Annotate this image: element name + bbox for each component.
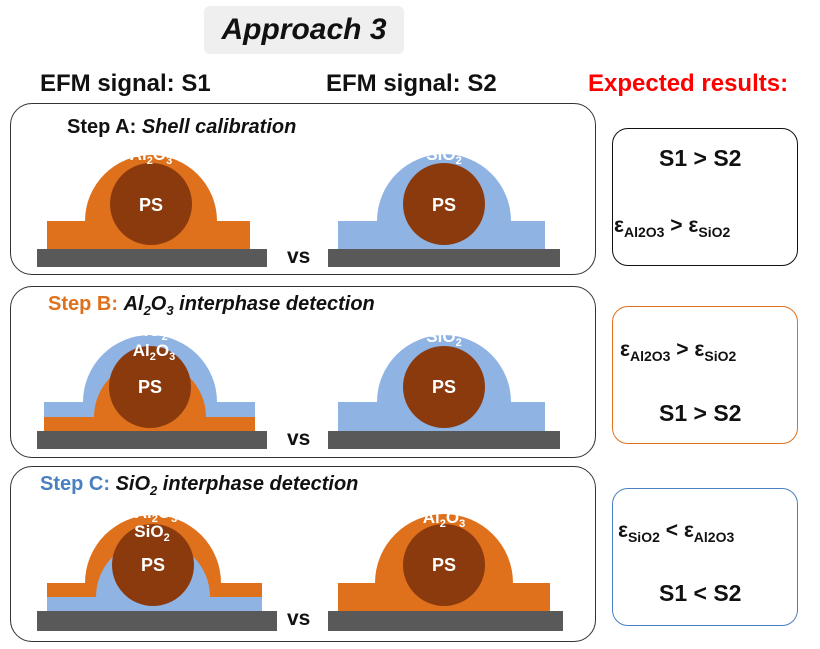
sio2-label-c: SiO2 [134, 522, 169, 544]
title: Approach 3 [221, 13, 387, 46]
step-c-right-particle: PS Al2O3 [328, 508, 563, 631]
title-box: Approach 3 [204, 6, 404, 54]
sio2-label-a: SiO2 [426, 145, 461, 167]
ps-label-b-right: PS [432, 377, 456, 397]
step-b-prefix: Step B: [48, 293, 118, 315]
ps-label-c-left: PS [141, 555, 165, 575]
step-a-prefix: Step A: [67, 116, 137, 138]
result-b-epsilon: εAl2O3 > εSiO2 [620, 338, 737, 365]
ps-core-c-left [112, 524, 194, 606]
vs-label-b: vs [287, 427, 311, 450]
al2o3-label-b: Al2O3 [133, 341, 175, 363]
result-c-bottom: S1 < S2 [659, 580, 742, 606]
result-c-epsilon: εSiO2 < εAl2O3 [618, 519, 735, 546]
vs-label-a: vs [287, 245, 311, 268]
substrate-b-right [328, 431, 560, 449]
ps-label-a-left: PS [139, 195, 163, 215]
step-c-left-particle: PS Al2O3 SiO2 [37, 503, 277, 631]
result-box-c [612, 488, 798, 626]
substrate-c-right [328, 611, 563, 631]
al2o3-label-a: Al2O3 [130, 145, 172, 167]
step-c-label: Step C: SiO2 interphase detection [40, 473, 358, 498]
sio2-label-b-right: SiO2 [426, 327, 461, 349]
vs-label-c: vs [287, 607, 311, 630]
al2o3-label-c-right: Al2O3 [423, 508, 465, 530]
result-a-top: S1 > S2 [659, 145, 742, 171]
ps-core-c-right [403, 524, 485, 606]
step-b-right-particle: PS SiO2 [328, 327, 560, 449]
header-expected: Expected results: [588, 70, 789, 97]
step-b-name: Al2O3 interphase detection [123, 293, 375, 318]
ps-core-a-left [110, 163, 192, 245]
substrate-b-left [37, 431, 267, 449]
ps-core-b-left [109, 346, 191, 428]
step-a-left-particle: PS Al2O3 [37, 145, 267, 267]
ps-label-c-right: PS [432, 555, 456, 575]
substrate-c-left [37, 611, 277, 631]
step-b-left-particle: PS SiO2 Al2O3 [37, 321, 267, 449]
step-c-name: SiO2 interphase detection [115, 473, 359, 498]
substrate-a-right [328, 249, 560, 267]
al2o3-label-c-left: Al2O3 [135, 503, 177, 525]
result-box-b [612, 306, 798, 444]
header-s2: EFM signal: S2 [326, 70, 497, 97]
step-c-prefix: Step C: [40, 473, 110, 495]
step-a-label: Step A: Shell calibration [67, 116, 296, 139]
step-a-name: Shell calibration [141, 116, 297, 138]
header-s1: EFM signal: S1 [40, 70, 211, 97]
step-b-label: Step B: Al2O3 interphase detection [48, 293, 375, 318]
ps-label-a-right: PS [432, 195, 456, 215]
result-a-epsilon: εAl2O3 > εSiO2 [614, 214, 731, 241]
substrate-a-left [37, 249, 267, 267]
result-b-bottom: S1 > S2 [659, 400, 742, 426]
step-a-right-particle: PS SiO2 [328, 145, 560, 267]
ps-core-a-right [403, 163, 485, 245]
ps-label-b-left: PS [138, 377, 162, 397]
ps-core-b-right [403, 346, 485, 428]
result-box-a [612, 128, 798, 266]
sio2-label-b-left: SiO2 [132, 321, 167, 343]
